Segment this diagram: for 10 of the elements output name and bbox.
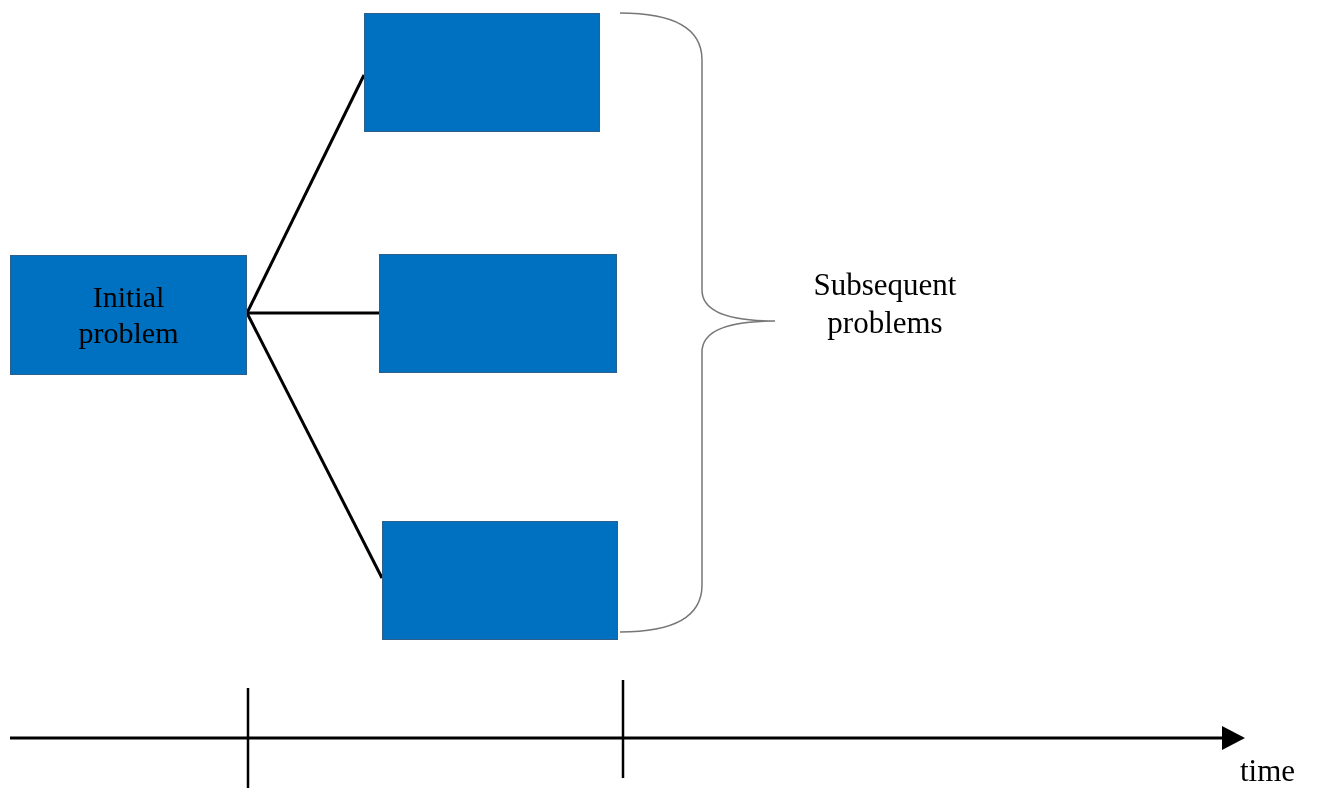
axis-label: time (1240, 752, 1296, 790)
process-box (379, 254, 617, 373)
connector-line (245, 74, 366, 314)
bracket-label: Subsequent problems (812, 266, 958, 342)
connector-line (245, 312, 384, 579)
process-box (364, 13, 600, 132)
process-box (10, 255, 247, 375)
connector-line (247, 311, 379, 315)
box-label: Initial problem (77, 279, 180, 351)
process-box (382, 521, 618, 640)
